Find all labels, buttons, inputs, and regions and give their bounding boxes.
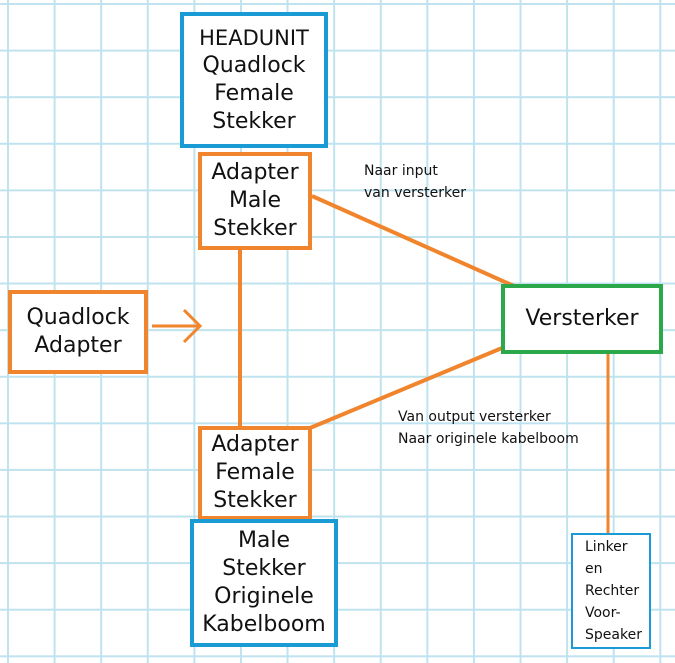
adapter-female-line-3: Stekker [213, 488, 297, 513]
speaker-line-1: Linker [585, 539, 628, 555]
male-original-box: Male Stekker Originele Kabelboom [190, 519, 338, 647]
note-output-line-1: Van output versterker [398, 409, 551, 425]
speaker-line-2: en [585, 561, 603, 577]
note-input-line-1: Naar input [364, 163, 438, 179]
adapter-male-line-3: Stekker [213, 216, 297, 241]
adapter-male-box: Adapter Male Stekker [198, 152, 312, 250]
male-original-line-3: Originele [214, 584, 314, 609]
headunit-line-3: Female [214, 81, 294, 106]
adapter-female-box: Adapter Female Stekker [198, 426, 312, 520]
note-input-line-2: van versterker [364, 185, 466, 201]
versterker-label: Versterker [525, 306, 639, 331]
male-original-line-1: Male [237, 528, 291, 553]
quadlock-adapter-line-2: Adapter [34, 333, 122, 358]
note-input: Naar input van versterker [364, 160, 466, 204]
headunit-line-2: Quadlock [202, 53, 306, 78]
adapter-male-line-1: Adapter [211, 160, 299, 185]
speaker-line-3: Rechter [585, 583, 640, 599]
note-output: Van output versterker Naar originele kab… [398, 406, 579, 450]
headunit-box: HEADUNIT Quadlock Female Stekker [180, 12, 328, 148]
quadlock-adapter-line-1: Quadlock [26, 305, 130, 330]
line-versterker-to-female [309, 346, 503, 430]
headunit-line-1: HEADUNIT [199, 26, 309, 50]
speaker-line-4: Voor- [585, 605, 621, 621]
adapter-female-line-2: Female [215, 460, 295, 485]
quadlock-adapter-box: Quadlock Adapter [8, 290, 148, 374]
adapter-female-line-1: Adapter [211, 432, 299, 457]
adapter-male-line-2: Male [228, 188, 282, 213]
versterker-box: Versterker [501, 284, 663, 354]
line-male-to-versterker [311, 194, 515, 288]
male-original-line-2: Stekker [222, 556, 306, 581]
arrow-icon [152, 308, 203, 344]
speaker-line-5: Speaker [585, 627, 642, 643]
speaker-box: Linker en Rechter Voor- Speaker [571, 533, 651, 649]
note-output-line-2: Naar originele kabelboom [398, 431, 579, 447]
male-original-line-4: Kabelboom [202, 612, 326, 637]
headunit-line-4: Stekker [212, 109, 296, 134]
